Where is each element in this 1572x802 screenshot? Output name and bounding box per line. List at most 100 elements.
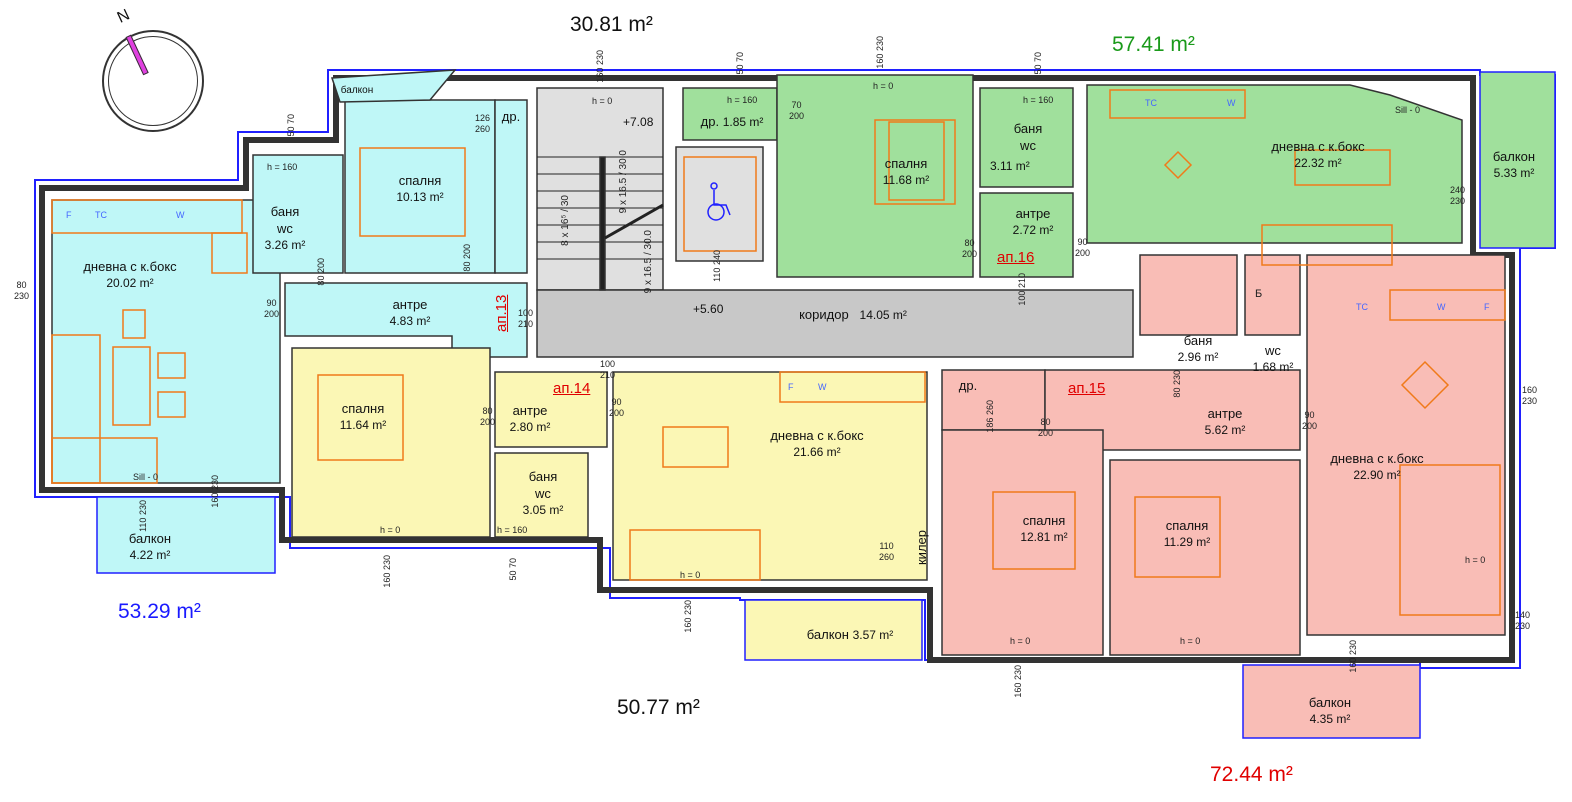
room-name: баня <box>1013 121 1043 136</box>
room-storage15 <box>941 369 1046 431</box>
room-area: 2.80 m² <box>509 420 551 434</box>
dim-height: 200 <box>609 408 625 418</box>
room-name: балкон <box>1492 149 1536 164</box>
dim-label: 50 70 <box>508 558 519 581</box>
room-name: антре <box>1015 206 1051 221</box>
room-name: спалня <box>341 401 385 416</box>
dim-height: 230 <box>14 291 30 301</box>
dim-height: 230 <box>1450 196 1466 206</box>
room-label-bed14: спалня 11.64 m² <box>340 400 386 434</box>
dim-height: 230 <box>1515 621 1531 631</box>
room-hall15 <box>1044 369 1301 451</box>
room-balcony14 <box>744 599 923 661</box>
dim-height: 210 <box>518 319 534 329</box>
appliance-w: W <box>1227 98 1236 108</box>
appliance-f: F <box>788 382 794 392</box>
room-area: 2.72 m² <box>1012 223 1054 237</box>
dim-width: 160 <box>595 67 605 83</box>
total-apt14-area: 50.77 m² <box>617 696 700 719</box>
room-living15 <box>1306 254 1506 636</box>
sill-note: h = 0 <box>380 525 401 535</box>
dim-height: 230 <box>595 50 605 66</box>
dim-height: 200 <box>789 111 805 121</box>
dim-label: 160 230 <box>595 50 606 83</box>
appliance-b: Б <box>1255 288 1263 300</box>
apartment-15-rooms <box>941 254 1506 739</box>
dim-width: 80 <box>482 406 493 416</box>
dim-height: 230 <box>382 555 392 571</box>
room-label-storage13: др. <box>502 108 520 125</box>
dim-label: 80 230 <box>1172 370 1183 398</box>
dim-width: 50 <box>1033 64 1043 75</box>
sill-note: h = 0 <box>873 81 894 91</box>
dim-label: 160 230 <box>1013 665 1024 698</box>
room-wc15 <box>1244 254 1301 336</box>
total-apt15-area: 72.44 m² <box>1210 763 1293 786</box>
dim-width: 80 <box>16 280 27 290</box>
dim-width: 100 <box>518 308 534 318</box>
dim-width: 50 <box>735 64 745 75</box>
room-name: др. <box>958 378 978 393</box>
room-bed15b <box>1109 459 1301 656</box>
room-living14 <box>612 371 928 581</box>
dim-width: 50 <box>508 570 518 581</box>
dim-width: 50 <box>286 126 296 137</box>
level-mark-top: +7.08 <box>623 115 654 129</box>
room-area: 11.64 m² <box>339 418 387 432</box>
room-area: 5.33 m² <box>1493 166 1535 180</box>
dim-width: 160 <box>683 617 693 633</box>
dim-height: 230 <box>1522 396 1538 406</box>
appliance-tc: TC <box>1356 302 1368 312</box>
room-area: 4.83 m² <box>389 314 431 328</box>
room-name: спалня <box>884 156 928 171</box>
sill-note: h = 160 <box>727 95 758 105</box>
room-name: баня <box>270 204 300 219</box>
room-area: 1.68 m² <box>1252 360 1294 374</box>
room-area: 11.68 m² <box>882 173 930 187</box>
apartment-14-rooms <box>291 347 928 661</box>
room-label-balcony14: балкон 3.57 m² <box>807 626 894 644</box>
dim-label: 160 230 <box>1348 640 1359 673</box>
room-balcony13-top <box>330 69 457 103</box>
dim-label: 50 70 <box>286 114 297 137</box>
room-bath15 <box>1139 254 1238 336</box>
room-label-corridor: коридор 14.05 m² <box>799 306 907 324</box>
dim-height: 230 <box>1172 370 1182 386</box>
room-label-storage16: др. 1.85 m² <box>701 113 764 131</box>
room-storage16 <box>682 87 778 141</box>
dim-label: 50 70 <box>1033 52 1044 75</box>
room-name: др. <box>700 114 720 129</box>
dim-height: 200 <box>1075 248 1091 258</box>
room-name: др. <box>501 109 521 124</box>
apartment-13-rooms <box>51 69 528 574</box>
dim-label: 110 240 <box>712 250 723 282</box>
sill-note: h = 0 <box>1010 636 1031 646</box>
dim-height: 210 <box>600 370 616 380</box>
total-common-area: 30.81 m² <box>570 13 653 36</box>
room-area: 11.29 m² <box>1163 535 1211 549</box>
dim-width: 110 <box>712 267 722 282</box>
dim-label: 186 260 <box>985 400 996 433</box>
room-area: 5.62 m² <box>1204 423 1246 437</box>
north-arrow-compass <box>102 30 204 132</box>
room-name-2: wc <box>535 486 551 501</box>
room-bath14 <box>494 452 589 538</box>
dim-width: 90 <box>266 298 277 308</box>
room-living16 <box>1086 84 1463 244</box>
dim-height: 70 <box>286 114 296 125</box>
room-hall14 <box>494 371 608 448</box>
